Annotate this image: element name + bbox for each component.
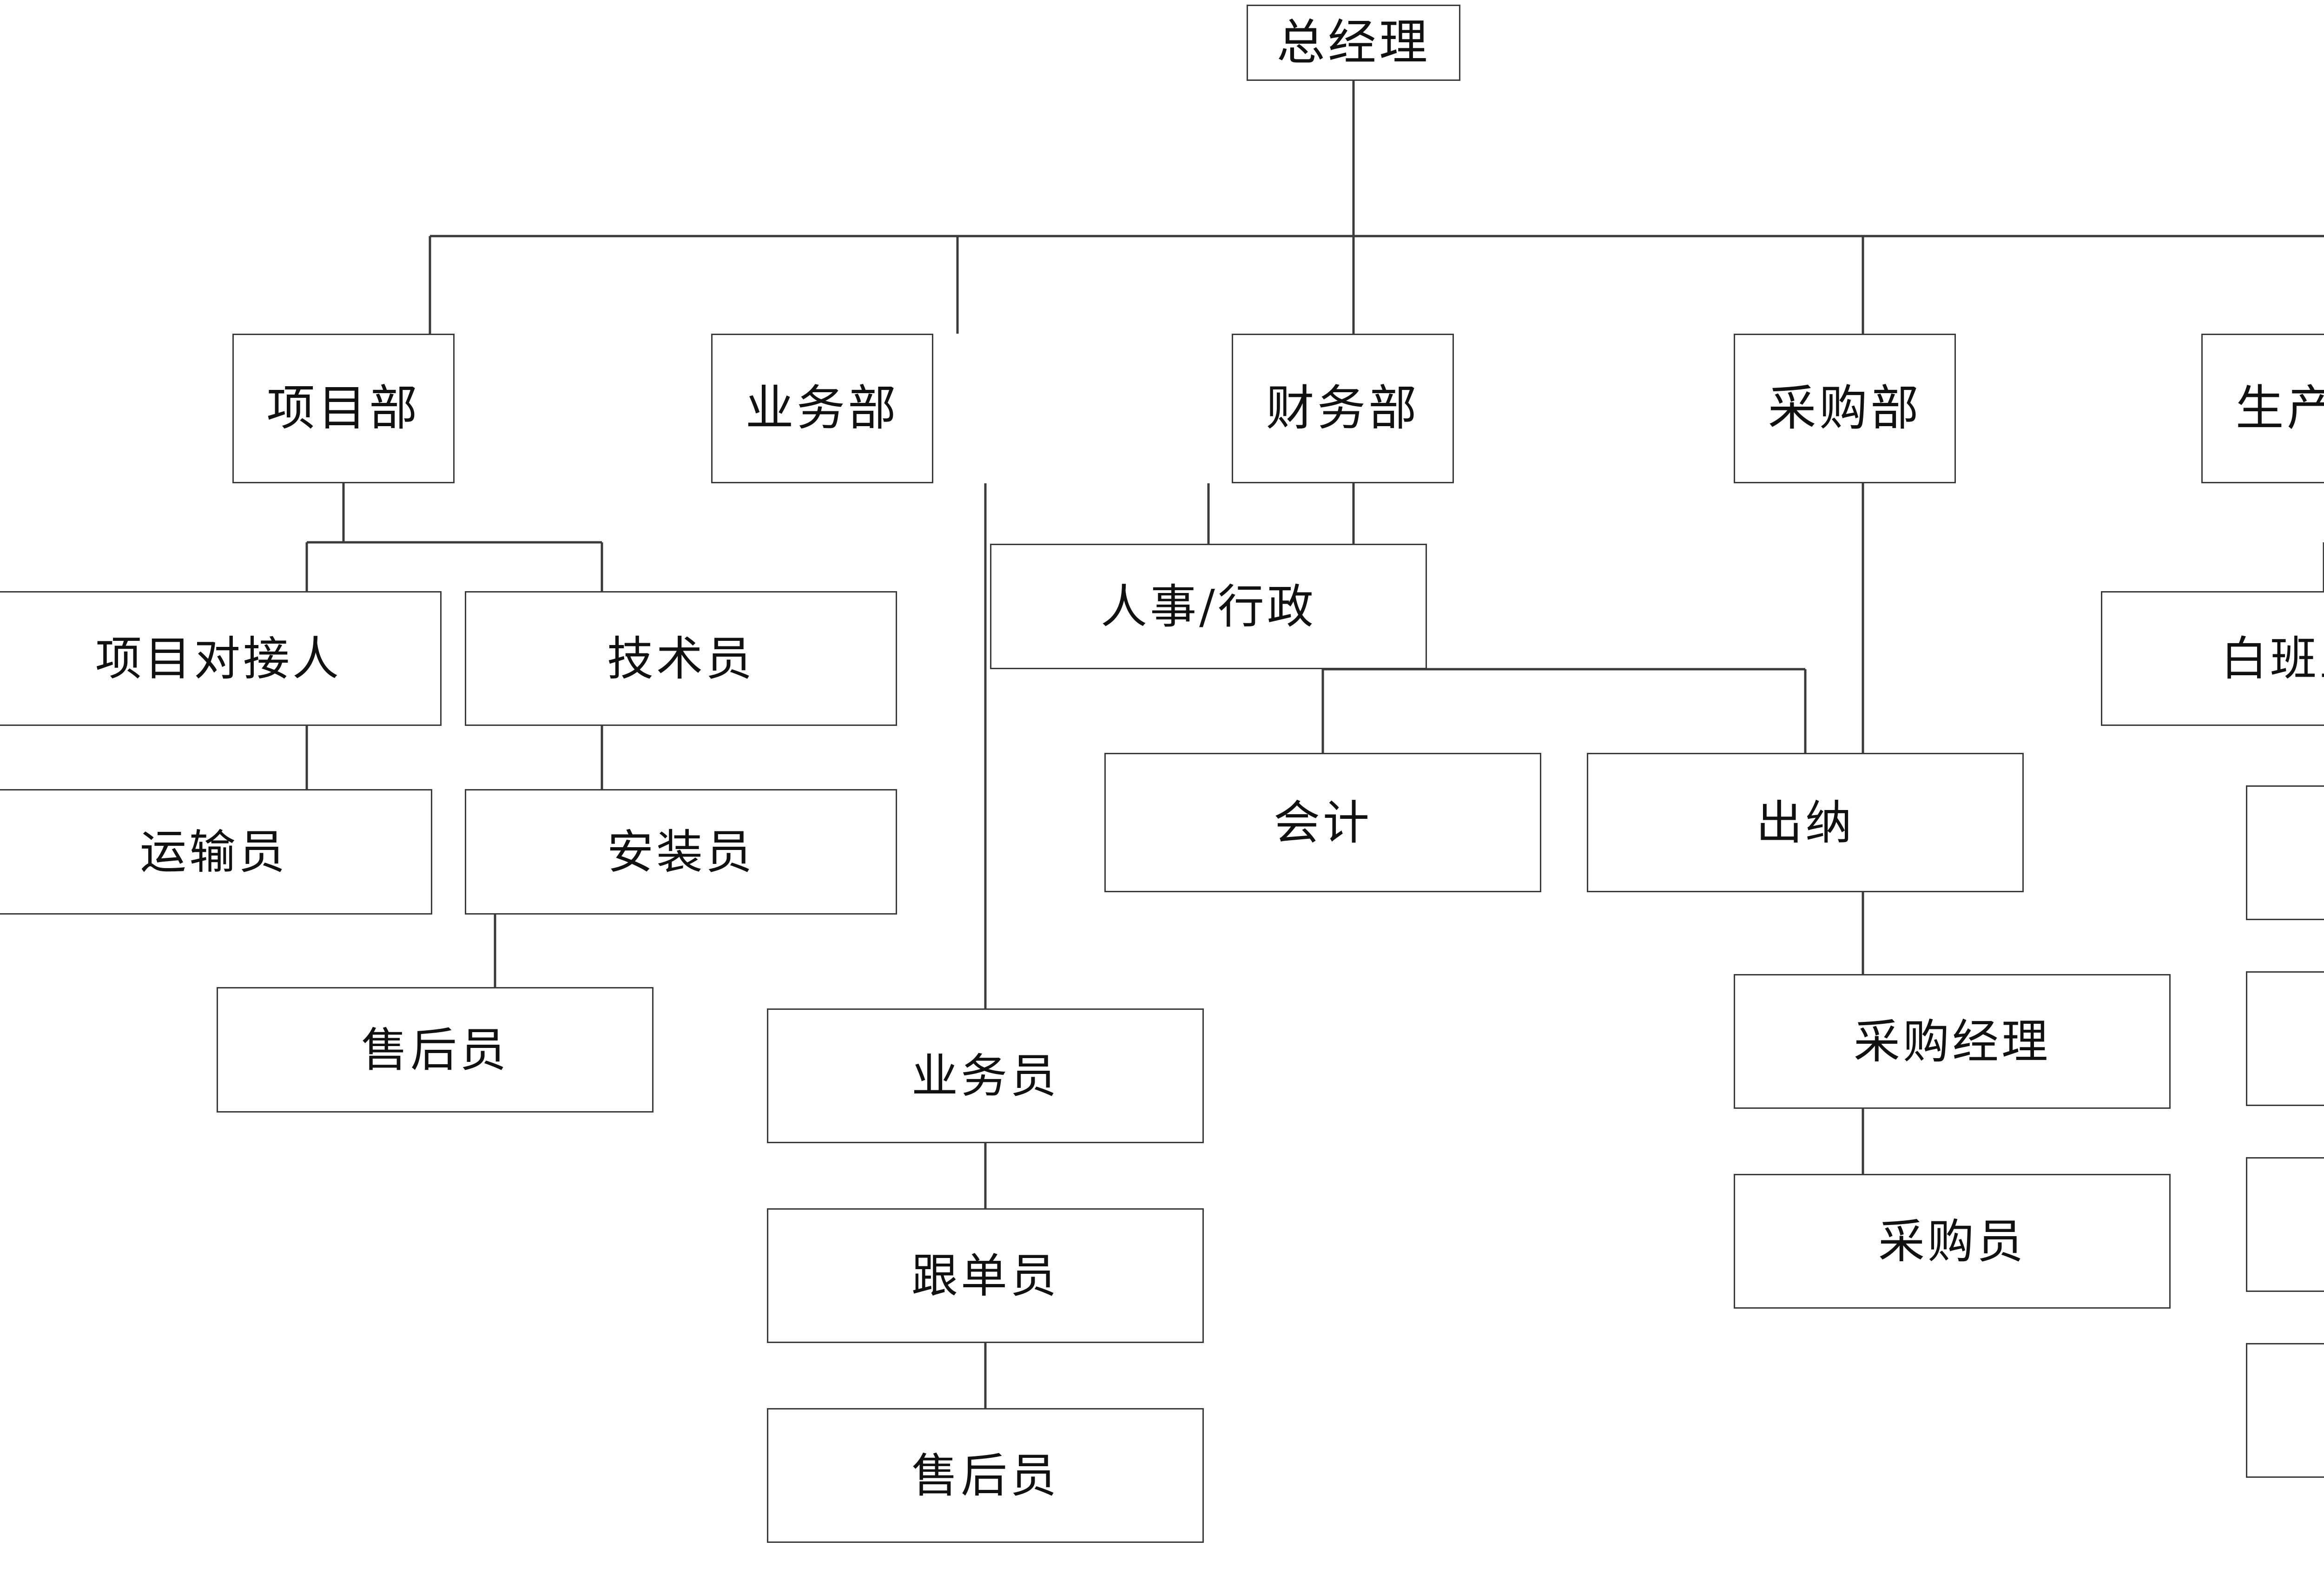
node-accountant[interactable]: 会计 xyxy=(1104,753,1541,892)
node-post-process[interactable]: 后期 xyxy=(2246,1157,2324,1292)
node-business-after-sales[interactable]: 售后员 xyxy=(767,1408,1204,1543)
node-cashier[interactable]: 出纳 xyxy=(1587,753,2024,892)
node-label: 总经理 xyxy=(1276,14,1431,71)
node-label: 项目部 xyxy=(266,380,421,437)
node-label: 售后员 xyxy=(911,1448,1059,1503)
node-hr-admin[interactable]: 人事/行政 xyxy=(990,544,1427,669)
node-machine-start[interactable]: 开机 xyxy=(2246,971,2324,1106)
node-salesperson[interactable]: 业务员 xyxy=(767,1008,1204,1143)
node-label: 白班主管 xyxy=(2221,631,2324,686)
node-procurement-department[interactable]: 采购部 xyxy=(1734,334,1956,483)
node-label: 会计 xyxy=(1274,795,1372,850)
node-technician[interactable]: 技术员 xyxy=(465,591,897,726)
node-project-liaison[interactable]: 项目对接人 xyxy=(0,591,442,726)
node-business-department[interactable]: 业务部 xyxy=(711,334,933,483)
node-label: 采购员 xyxy=(1878,1214,2026,1269)
node-label: 业务部 xyxy=(745,380,899,437)
node-label: 安装员 xyxy=(607,824,755,879)
node-label: 售后员 xyxy=(361,1022,509,1077)
node-team-leader[interactable]: 组长 xyxy=(2246,785,2324,920)
node-installer[interactable]: 安装员 xyxy=(465,789,897,915)
node-label: 运输员 xyxy=(140,824,288,879)
node-merchandiser[interactable]: 跟单员 xyxy=(767,1208,1204,1343)
node-label: 出纳 xyxy=(1756,795,1855,850)
node-project-department[interactable]: 项目部 xyxy=(232,334,455,483)
node-label: 采购经理 xyxy=(1854,1014,2051,1069)
node-finance-department[interactable]: 财务部 xyxy=(1232,334,1454,483)
node-label: 财务部 xyxy=(1266,380,1420,437)
node-label: 生产部 xyxy=(2235,380,2324,437)
node-label: 技术员 xyxy=(607,631,755,686)
node-day-shift-supervisor[interactable]: 白班主管 xyxy=(2101,591,2324,726)
node-label: 采购部 xyxy=(1768,380,1922,437)
node-purchaser[interactable]: 采购员 xyxy=(1734,1174,2171,1309)
node-label: 跟单员 xyxy=(911,1248,1059,1303)
node-label: 项目对接人 xyxy=(95,631,342,686)
node-procurement-manager[interactable]: 采购经理 xyxy=(1734,974,2171,1109)
node-production-department[interactable]: 生产部 xyxy=(2201,334,2324,483)
node-transporter[interactable]: 运输员 xyxy=(0,789,432,915)
node-project-after-sales[interactable]: 售后员 xyxy=(217,987,654,1113)
node-general-manager[interactable]: 总经理 xyxy=(1247,5,1460,81)
node-label: 业务员 xyxy=(911,1048,1059,1103)
node-label: 人事/行政 xyxy=(1101,579,1316,634)
node-qc-packing[interactable]: 质检/打包 xyxy=(2246,1343,2324,1478)
